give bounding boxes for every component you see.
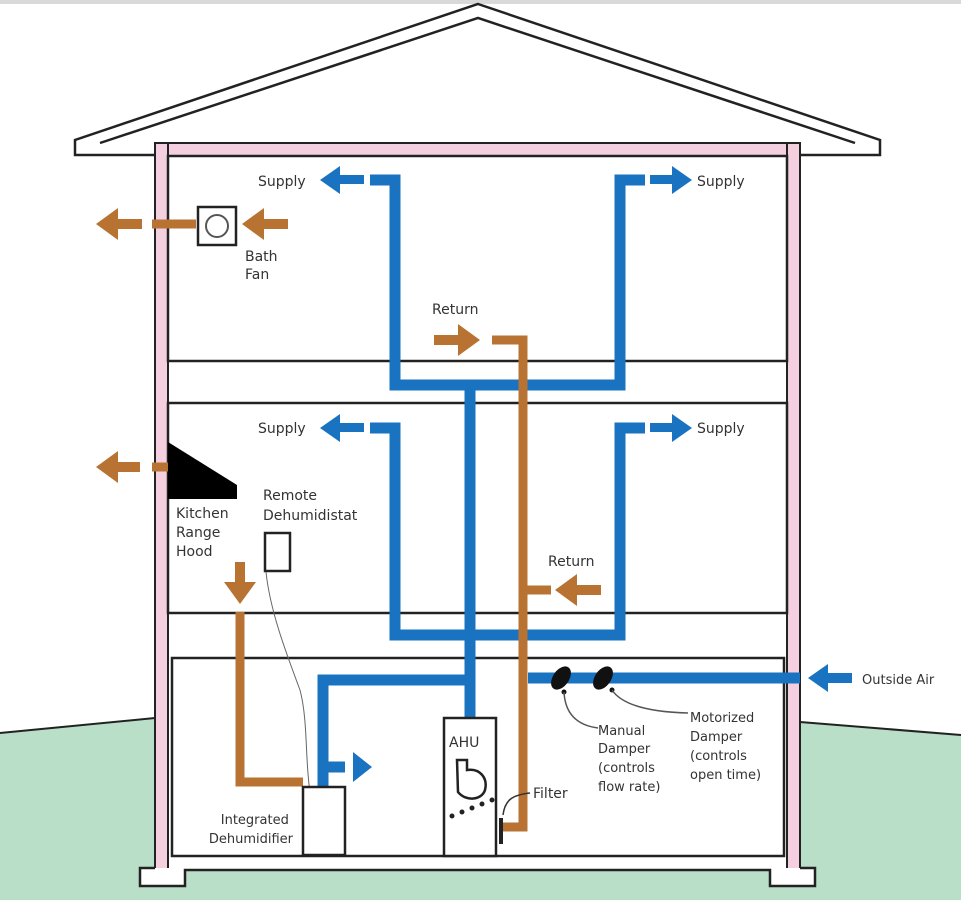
top-border [0,0,961,4]
range-hood-down-arrow [224,562,256,604]
label-integrated-dehumidifier: Integrated Dehumidifier [209,813,294,847]
bath-fan-exhaust-arrow [96,208,142,240]
range-hood-exhaust-arrow [96,451,140,483]
supply-arrow-middle-right [650,414,692,442]
labels: Supply Supply Supply Supply Return Retur… [176,174,935,847]
label-ahu: AHU [449,735,479,751]
remote-dehumidistat [263,531,311,793]
return-duct-main [492,335,528,832]
label-supply-middle-right: Supply [697,421,745,437]
supply-duct-dehumidifier [317,674,470,790]
supply-arrows [320,166,852,782]
label-kitchen-range-hood: Kitchen Range Hood [176,506,233,560]
damper-icon [551,666,571,690]
supply-arrow-upper-left [320,166,364,194]
kitchen-range-hood [168,442,237,499]
floors [166,154,789,858]
middle-floor-room [166,401,789,615]
bath-fan-inlet-arrow [242,208,288,240]
supply-arrow-upper-right [650,166,692,194]
integrated-dehumidifier [301,785,347,857]
bath-fan [196,205,238,247]
return-duct-system [152,219,551,832]
label-filter: Filter [533,786,568,802]
supply-duct-middle [370,422,645,641]
blower-icon [455,758,487,800]
upper-floor-room [166,154,789,363]
label-supply-middle-left: Supply [258,421,306,437]
dehumidistat-wire [265,571,311,793]
range-hood-icon [168,442,237,499]
label-supply-upper-left: Supply [258,174,306,190]
label-remote-dehumidistat: Remote Dehumidistat [263,488,358,524]
outside-air-arrow [808,664,852,692]
motorized-damper [593,666,689,714]
label-motorized-damper: Motorized Damper (controls open time) [690,711,761,783]
label-bath-fan: Bath Fan [245,249,282,283]
return-arrow-upper [434,324,480,356]
supply-arrow-middle-left [320,414,364,442]
return-duct-range-hood-to-dehumidifier [235,612,303,787]
label-return-upper: Return [432,302,478,318]
label-return-middle: Return [548,554,594,570]
ground [0,717,961,900]
supply-duct-system [317,174,800,790]
dehumidistat-icon [263,531,292,573]
dampers [551,666,689,729]
return-arrow-middle [555,574,601,606]
return-arrows [96,208,601,606]
damper-icon [593,666,613,690]
foundation [138,866,817,888]
label-supply-upper-right: Supply [697,174,745,190]
air-handling-unit [442,716,531,858]
filter-dots [449,797,495,819]
manual-damper [551,666,599,729]
supply-duct-upper [370,174,645,391]
label-outside-air: Outside Air [862,673,935,688]
label-manual-damper: Manual Damper (controls flow rate) [598,724,660,795]
roof [73,2,882,157]
fan-icon [205,214,229,238]
filter-leader [502,792,531,816]
filter-icon [499,818,503,844]
supply-arrow-dehumidifier [353,752,372,782]
